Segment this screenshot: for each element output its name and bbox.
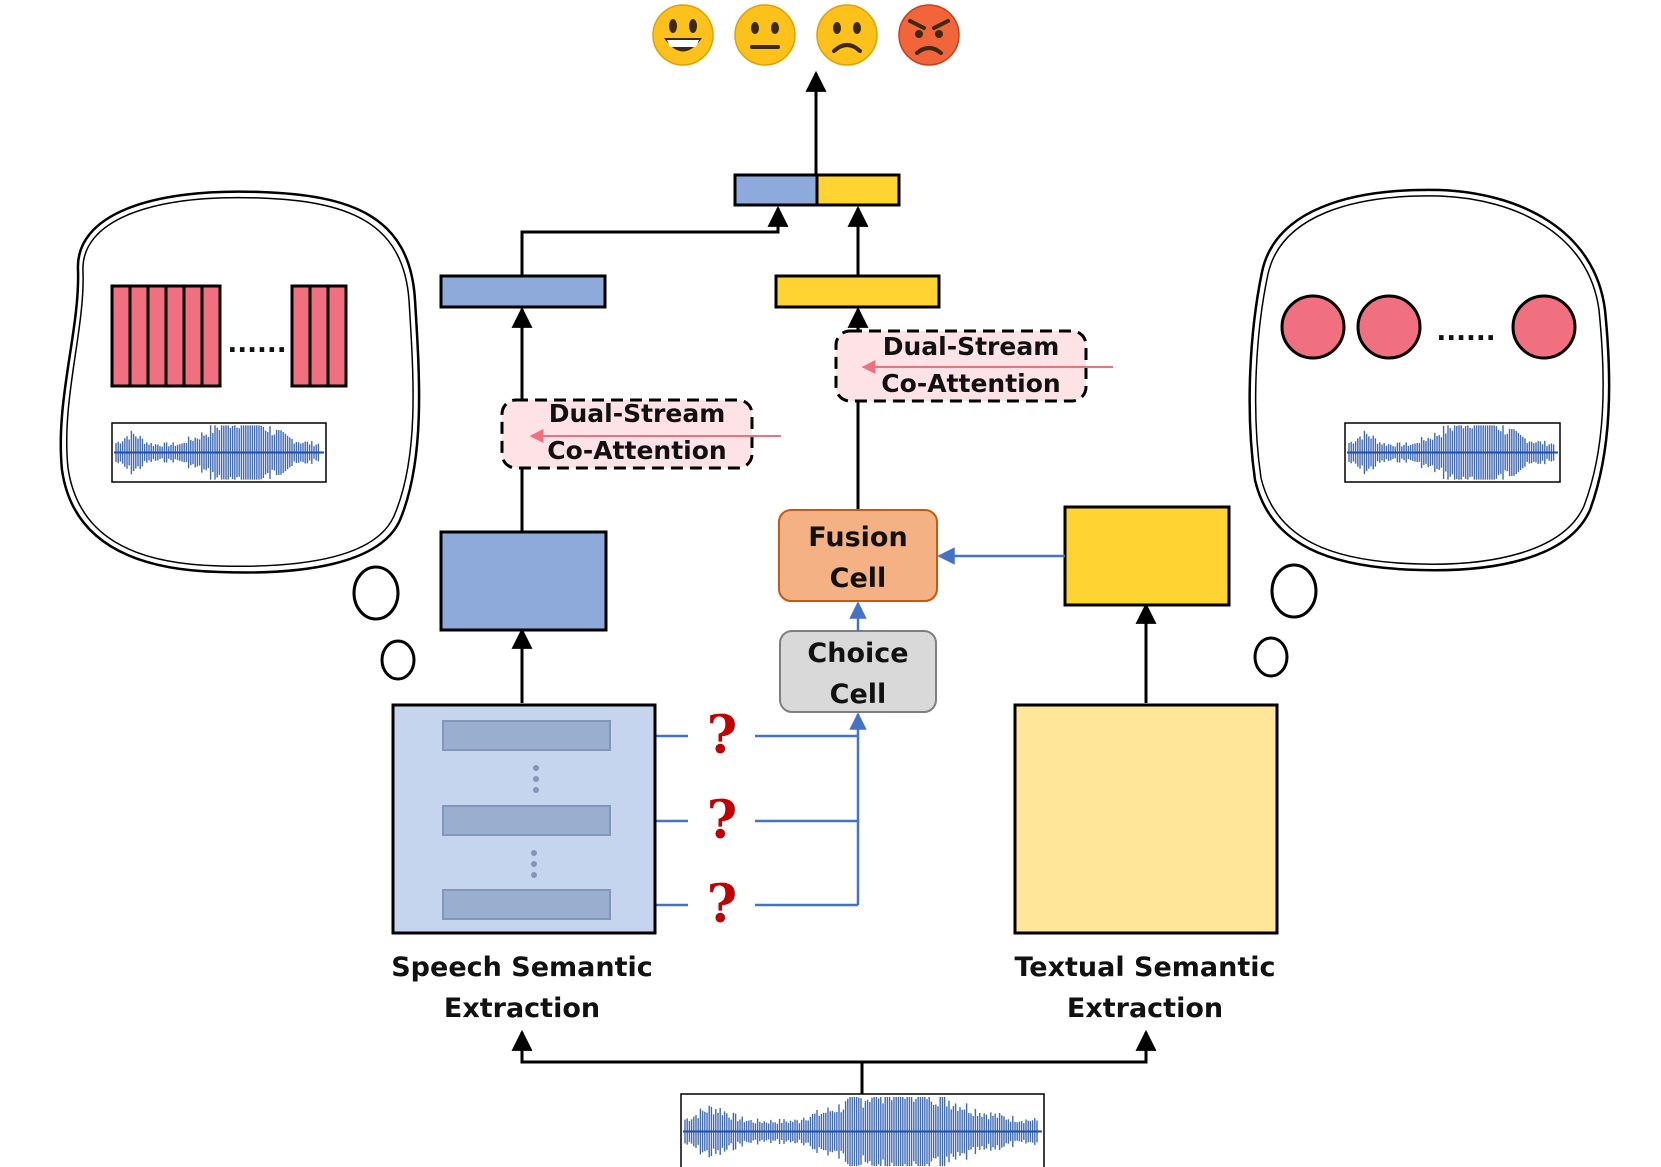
- neutral-face-icon: [734, 4, 796, 66]
- coattention-right: Dual-Stream Co-Attention: [834, 329, 1113, 403]
- choice-cell-label-2: Cell: [830, 679, 887, 710]
- right-bubble-ellipsis: ......: [1436, 317, 1495, 347]
- thought-bubble-dot-small: [380, 639, 416, 681]
- question-mark-1: ?: [707, 705, 737, 766]
- layer-selection-question-marks: ? ? ?: [707, 705, 737, 935]
- left-thought-bubble: ......: [59, 190, 421, 681]
- text-extraction-module: [1013, 703, 1279, 935]
- input-audio-waveform: [680, 1093, 1045, 1167]
- speech-extraction-module: [391, 703, 657, 935]
- speech-layer-bar-3: [442, 889, 611, 920]
- coattention-left-label-1: Dual-Stream: [549, 399, 726, 428]
- speech-extraction-label-2: Extraction: [444, 993, 600, 1024]
- left-bubble-waveform: [111, 422, 327, 483]
- coattention-left-label-2: Co-Attention: [547, 436, 726, 465]
- thought-bubble-dot-large: [352, 565, 400, 621]
- input-split-line: [511, 1029, 1157, 1064]
- text-extraction-label-2: Extraction: [1067, 993, 1223, 1024]
- coattention-right-label-2: Co-Attention: [881, 369, 1060, 398]
- slightly-frowning-face-icon: [816, 4, 878, 66]
- question-mark-3: ?: [707, 874, 737, 935]
- text-encoder-block: [1063, 505, 1231, 607]
- speech-layer-bar-1: [442, 720, 611, 751]
- fusion-cell-label-2: Cell: [830, 563, 887, 594]
- fusion-cell: Fusion Cell: [778, 509, 938, 602]
- coattention-right-label-1: Dual-Stream: [883, 332, 1060, 361]
- speech-feature-bar: [439, 274, 607, 309]
- speech-encoder-block: [439, 530, 608, 632]
- coattention-left: Dual-Stream Co-Attention: [500, 398, 781, 470]
- question-mark-2: ?: [707, 790, 737, 851]
- vertical-ellipsis-icon: [531, 765, 539, 878]
- grinning-face-icon: [652, 4, 714, 66]
- right-thought-bubble: ......: [1248, 188, 1611, 678]
- text-extraction-label-1: Textual Semantic: [1014, 952, 1275, 983]
- speech-frame-tokens: [110, 284, 348, 388]
- blue-flow-lines: [609, 547, 1065, 907]
- speech-layer-bar-2: [442, 805, 611, 836]
- text-feature-bar: [774, 274, 941, 309]
- left-bubble-ellipsis: ......: [227, 329, 286, 359]
- thought-bubble-dot-small: [1253, 636, 1289, 678]
- concat-output-vector: [733, 173, 901, 207]
- emotion-outputs: [652, 4, 960, 66]
- thought-bubble-dot-large: [1270, 563, 1318, 619]
- right-bubble-waveform: [1344, 422, 1561, 483]
- choice-cell: Choice Cell: [779, 630, 937, 713]
- speech-extraction-label-1: Speech Semantic: [391, 952, 653, 983]
- angry-face-icon: [898, 4, 960, 66]
- choice-cell-label-1: Choice: [807, 638, 908, 669]
- speech-to-concat-arrow: [520, 205, 789, 276]
- text-token-circles: [1280, 294, 1577, 360]
- fusion-cell-label-1: Fusion: [808, 522, 907, 553]
